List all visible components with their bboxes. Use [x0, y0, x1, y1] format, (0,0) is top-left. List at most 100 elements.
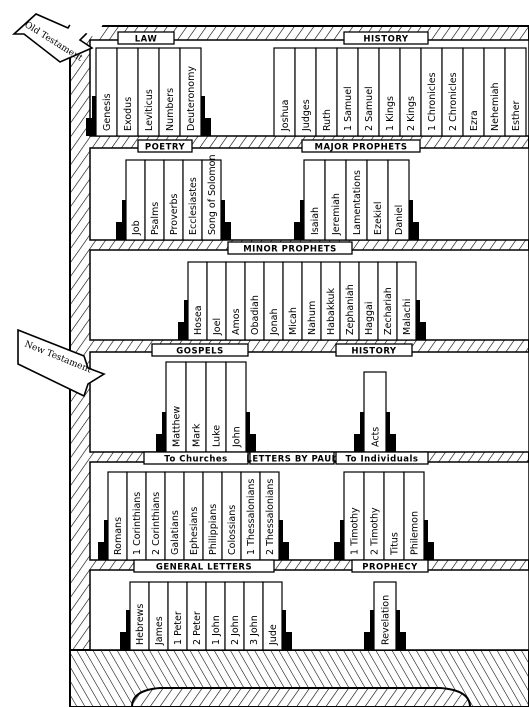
book-law-1: Exodus [116, 47, 139, 137]
label-minor: MINOR PROPHETS [227, 241, 353, 255]
book-title: 2 Timothy [370, 507, 381, 555]
label-gospels: GOSPELS [151, 343, 249, 357]
book-paul-church-6: Colossians [221, 471, 242, 561]
bookend-left-paul-church [98, 542, 108, 560]
shelf-row-4 [89, 351, 529, 453]
book-poetry-4: Song of Solomon [201, 155, 222, 241]
book-history-ot-2: Ruth [315, 47, 338, 137]
bookend-left-acts [354, 434, 364, 452]
label-letters-by-paul: LETTERS BY PAUL [246, 451, 337, 465]
book-history-ot-9: Ezra [462, 47, 485, 137]
book-title: Matthew [172, 406, 183, 447]
book-title: Ezra [469, 110, 480, 131]
book-minor-10: Zechariah [377, 261, 398, 341]
book-gospels-0: Matthew [165, 361, 187, 453]
svg-text:To Individuals: To Individuals [346, 455, 419, 465]
bookend-left-paul-ind [334, 542, 344, 560]
book-title: Joel [212, 318, 223, 336]
book-title: Lamentations [352, 170, 363, 235]
book-title: 1 Thessalonians [246, 479, 257, 555]
book-title: 1 Chronicles [427, 72, 438, 131]
book-title: 1 Corinthians [132, 492, 143, 555]
book-title: Song of Solomon [207, 155, 218, 235]
book-title: Ecclesiastes [188, 177, 199, 235]
bookend-right-upright-minor [416, 300, 420, 340]
book-poetry-2: Proverbs [163, 159, 184, 241]
svg-text:POETRY: POETRY [145, 143, 186, 153]
book-paul-church-1: 1 Corinthians [126, 471, 147, 561]
bookend-right-upright-acts [386, 412, 390, 452]
book-title: Ezekiel [373, 202, 384, 235]
book-general-3: 2 Peter [186, 581, 207, 651]
bookend-left-prophecy [364, 632, 374, 650]
bookend-left-major [294, 222, 304, 240]
book-law-2: Leviticus [137, 47, 160, 137]
book-title: Obadiah [250, 295, 261, 335]
book-general-1: James [148, 581, 169, 651]
book-general-6: 3 John [243, 581, 264, 651]
book-title: Luke [212, 425, 223, 447]
bookend-right-general [282, 632, 292, 650]
book-title: Romans [113, 517, 124, 555]
svg-text:GOSPELS: GOSPELS [176, 347, 223, 357]
book-title: Zephaniah [345, 284, 356, 335]
book-title: Ruth [322, 109, 333, 131]
book-title: Zechariah [383, 287, 394, 335]
book-title: Malachi [402, 299, 413, 335]
book-minor-9: Haggai [358, 261, 379, 341]
book-title: Micah [288, 307, 299, 335]
book-title: 1 John [211, 615, 222, 645]
svg-text:GENERAL LETTERS: GENERAL LETTERS [156, 563, 252, 573]
book-minor-5: Micah [282, 261, 303, 341]
bookend-right-acts [386, 434, 396, 452]
svg-text:HISTORY: HISTORY [351, 347, 397, 357]
label-to-churches: To Churches [143, 451, 249, 465]
bookend-left-law [86, 118, 96, 136]
bookend-right-paul-church [279, 542, 289, 560]
bookend-left-minor [178, 322, 188, 340]
book-minor-7: Habakkuk [320, 261, 341, 341]
book-major-0: Isaiah [303, 159, 326, 241]
book-paul-church-0: Romans [107, 471, 128, 561]
bookend-right-paul-ind [424, 542, 434, 560]
book-major-2: Lamentations [345, 159, 368, 241]
book-title: 2 Corinthians [151, 492, 162, 555]
book-poetry-0: Job [125, 159, 146, 241]
bookend-right-law [201, 118, 211, 136]
bookend-right-upright-law [201, 96, 205, 136]
book-acts-0: Acts [363, 371, 387, 453]
book-title: Proverbs [169, 194, 180, 235]
book-title: Philippians [208, 504, 219, 555]
book-title: Isaiah [310, 207, 321, 235]
book-paul-ind-0: 1 Timothy [343, 471, 365, 561]
svg-text:LETTERS BY PAUL: LETTERS BY PAUL [246, 455, 337, 465]
book-title: 2 Thessalonians [265, 479, 276, 555]
book-title: 1 Timothy [350, 507, 361, 555]
book-history-ot-7: 1 Chronicles [420, 47, 443, 137]
book-gospels-2: Luke [205, 361, 227, 453]
book-title: Hosea [193, 305, 204, 335]
label-history-nt: HISTORY [335, 343, 413, 357]
svg-text:HISTORY: HISTORY [363, 35, 409, 45]
book-history-ot-4: 2 Samuel [357, 47, 380, 137]
book-general-7: Jude [262, 581, 283, 651]
svg-text:MINOR PROPHETS: MINOR PROPHETS [243, 245, 337, 255]
book-paul-church-4: Ephesians [183, 471, 204, 561]
bookend-left-upright-general [126, 610, 130, 650]
book-title: 3 John [249, 615, 260, 645]
book-title: Titus [390, 532, 401, 556]
book-title: Esther [511, 100, 522, 131]
book-title: Habakkuk [326, 287, 337, 335]
book-paul-church-7: 1 Thessalonians [240, 471, 261, 561]
book-title: Numbers [165, 88, 176, 131]
book-general-0: Hebrews [129, 581, 150, 651]
book-title: 1 Kings [385, 96, 396, 131]
label-to-individuals: To Individuals [335, 451, 429, 465]
book-gospels-3: John [225, 361, 247, 453]
book-title: Nehemiah [490, 82, 501, 131]
book-minor-1: Joel [206, 261, 227, 341]
book-minor-3: Obadiah [244, 261, 265, 341]
book-history-ot-10: Nehemiah [483, 47, 506, 137]
